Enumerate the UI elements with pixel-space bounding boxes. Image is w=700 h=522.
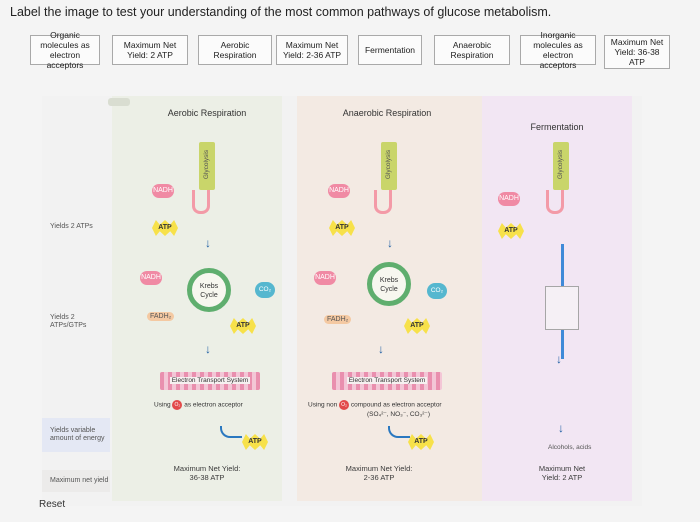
chip-organic-molecules[interactable]: Organic molecules as electron acceptors: [30, 30, 100, 70]
curve-arrow-icon: [220, 426, 242, 438]
aerobic-title: Aerobic Respiration: [167, 108, 247, 118]
fadh2-badge: FADH₂: [324, 315, 352, 324]
down-arrow-icon: ↓: [558, 421, 564, 435]
fadh2-badge: FADH₂: [147, 312, 175, 321]
glycolysis-hook: [374, 190, 392, 214]
atp-burst: ATP: [408, 434, 434, 450]
atp-burst: ATP: [242, 434, 268, 450]
nadh-badge: NADH: [498, 192, 520, 206]
down-arrow-icon: ↓: [387, 236, 393, 250]
using-o2-text: Using O₂ as electron acceptor: [154, 400, 243, 410]
chip-inorganic[interactable]: Inorganic molecules as electron acceptor…: [520, 30, 596, 70]
nadh-badge: NADH: [140, 271, 162, 285]
atp-burst: ATP: [230, 318, 256, 334]
glycolysis-bar: [553, 142, 569, 190]
ets-label: Electron Transport System: [169, 377, 251, 384]
down-arrow-icon: ↓: [556, 352, 562, 366]
glycolysis-label: Glycolysis: [557, 149, 565, 180]
glycolysis-bar: [199, 142, 215, 190]
chip-max-yield-2-36[interactable]: Maximum Net Yield: 2-36 ATP: [276, 35, 348, 65]
fermentation-net-yield: Maximum Net Yield: 2 ATP: [538, 464, 586, 482]
using-label: Using non: [308, 401, 338, 409]
fermentation-title: Fermentation: [530, 122, 584, 132]
krebs-cycle: Krebs Cycle: [367, 262, 411, 306]
label-bank: Organic molecules as electron acceptors …: [30, 27, 670, 73]
chip-max-yield-2[interactable]: Maximum Net Yield: 2 ATP: [112, 35, 188, 65]
row-label-yields-2-gtp: Yields 2 ATPs/GTPs: [50, 314, 87, 329]
chip-max-yield-36-38[interactable]: Maximum Net Yield: 36-38 ATP: [604, 35, 670, 69]
electron-transport-system: Electron Transport System: [332, 372, 442, 390]
anaerobic-net-yield: Maximum Net Yield: 2-36 ATP: [345, 464, 413, 482]
products-label: Alcohols, acids: [548, 444, 592, 451]
anaerobic-title: Anaerobic Respiration: [342, 108, 432, 118]
curve-arrow-icon: [388, 426, 410, 438]
glycolysis-label: Glycolysis: [385, 149, 393, 180]
glycolysis-hook: [192, 190, 210, 214]
atp-burst: ATP: [152, 220, 178, 236]
aerobic-net-yield: Maximum Net Yield: 36-38 ATP: [173, 464, 241, 482]
acceptor-label: compound as electron acceptor: [350, 401, 442, 409]
o2-icon: O₂: [172, 400, 183, 410]
row-label-variable[interactable]: Yields variable amount of energy: [42, 418, 110, 452]
instruction-text: Label the image to test your understandi…: [10, 5, 552, 19]
atp-burst: ATP: [498, 223, 524, 239]
co2-badge: CO₂: [427, 283, 447, 299]
metabolism-diagram: Aerobic Respiration Glycolysis NADH ATP …: [42, 96, 642, 506]
nadh-badge: NADH: [314, 271, 336, 285]
glycolysis-bar: [381, 142, 397, 190]
fermentation-box: [545, 286, 579, 330]
down-arrow-icon: ↓: [205, 342, 211, 356]
o2-icon: O₂: [339, 400, 350, 410]
chip-anaerobic[interactable]: Anaerobic Respiration: [434, 35, 510, 65]
glycolysis-hook: [546, 190, 564, 214]
chip-aerobic[interactable]: Aerobic Respiration: [198, 35, 272, 65]
using-label: Using: [154, 401, 171, 409]
glycolysis-label: Glycolysis: [203, 149, 211, 180]
electron-transport-system: Electron Transport System: [160, 372, 260, 390]
nadh-badge: NADH: [328, 184, 350, 198]
drop-target[interactable]: [108, 98, 130, 106]
ets-label: Electron Transport System: [346, 377, 428, 384]
atp-burst: ATP: [404, 318, 430, 334]
atp-burst: ATP: [329, 220, 355, 236]
ions-text: (SO₄²⁻, NO₃⁻, CO₃²⁻): [367, 411, 431, 418]
down-arrow-icon: ↓: [378, 342, 384, 356]
down-arrow-icon: ↓: [205, 236, 211, 250]
chip-fermentation[interactable]: Fermentation: [358, 35, 422, 65]
using-non-o2-text: Using non O₂ compound as electron accept…: [308, 400, 442, 410]
reset-button[interactable]: Reset: [39, 499, 66, 510]
krebs-cycle: Krebs Cycle: [187, 268, 231, 312]
row-label-max-net[interactable]: Maximum net yield: [42, 470, 110, 492]
co2-badge: CO₂: [255, 282, 275, 298]
acceptor-label: as electron acceptor: [184, 401, 243, 409]
row-label-yields-2: Yields 2 ATPs: [50, 223, 93, 230]
nadh-badge: NADH: [152, 184, 174, 198]
